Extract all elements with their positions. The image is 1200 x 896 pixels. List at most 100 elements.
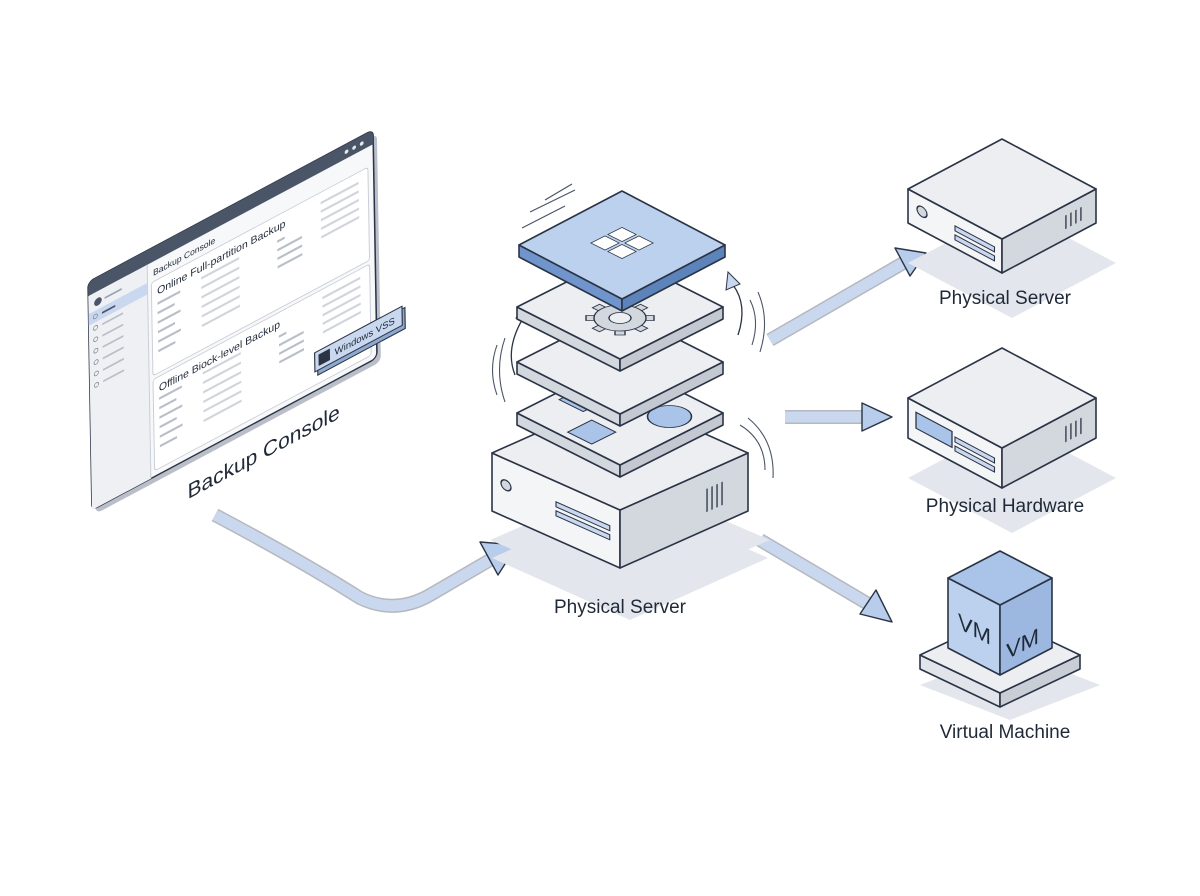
sidebar-divider [146,264,152,479]
disk-block-icon [566,419,617,445]
motion-arc [747,417,774,479]
slot-icon [954,225,996,253]
arrow-to-physical-hardware [785,402,893,432]
arrow-to-virtual-machine [756,533,893,623]
target-physical-server-front-details [916,205,996,262]
target-physical-hardware [907,347,1097,489]
windows-logo-icon [318,348,331,367]
window-dot-icon[interactable] [344,149,349,155]
gear-icon [585,300,655,336]
sidebar-item-icon [93,370,99,377]
sidebar-item-icon [93,336,99,343]
placeholder-line [322,276,361,300]
motion-line [521,205,566,229]
placeholder-line [157,290,181,305]
sidebar-item-icon [93,359,99,365]
drive-bay-icon [915,411,953,449]
arrow-shaft [757,535,873,610]
sidebar-item-active[interactable] [88,282,148,326]
windows-logo-pane [623,235,654,251]
arrow-shaft [212,510,493,612]
windows-logo-pane [607,243,637,259]
slot-icon [555,501,611,532]
window-dot-icon[interactable] [352,145,357,151]
placeholder-line [202,361,241,385]
placeholder-line [278,330,304,347]
slot-icon [954,436,996,464]
arrow-to-physical-server [766,247,927,347]
placeholder-line [321,207,360,231]
window-dot-icon[interactable] [359,141,364,147]
sidebar-item-icon [93,325,98,331]
sidebar-item [103,369,125,383]
arrow-head-icon [859,589,893,623]
placeholder-line [279,347,304,364]
target-physical-server-top-face [907,138,1097,240]
placeholder-line [320,190,359,213]
placeholder-line [203,389,242,413]
placeholder-line [322,310,361,334]
center-server-label: Physical Server [554,597,687,618]
placeholder-line [157,321,176,334]
placeholder-line [159,404,183,419]
placeholder-line [321,215,360,239]
sidebar [88,264,151,511]
placeholder-line [159,385,182,400]
placeholder-line [158,340,176,353]
placeholder-line [203,370,242,394]
rotate-arrow [732,284,743,336]
app-name [104,288,122,300]
target-physical-server-side-details [1065,206,1082,230]
placeholder-line [322,302,361,326]
sidebar-item [102,357,124,371]
vm-cube-top-face [947,550,1053,606]
sidebar-item-icon [94,382,99,388]
target-physical-hardware-label: Physical Hardware [926,496,1084,517]
sidebar-item [102,312,124,326]
slot-icon [954,234,996,262]
placeholder-line [277,235,303,252]
placeholder-line [320,198,359,222]
window-titlebar [88,132,374,297]
rotate-arrow-head-icon [725,270,741,291]
sidebar-items [92,304,125,388]
placeholder-line [279,339,304,355]
placeholder-line [203,399,242,423]
placeholder-line [201,294,240,318]
app-logo-icon [94,297,102,306]
motion-line [529,189,576,213]
placeholder-line [159,397,177,410]
sidebar-item-icon [93,347,99,354]
motion-arc [491,344,498,396]
placeholder-line [203,380,242,404]
placeholder-line [159,423,183,438]
center-base-server-side-details [706,481,723,513]
sidebar-item-icon [92,313,98,320]
gear-hole [608,312,632,324]
sidebar-item [102,323,124,337]
placeholder-line [159,435,178,448]
placeholder-line [157,302,175,315]
target-physical-hardware-front-details [915,411,996,473]
placeholder-line [159,416,177,429]
slot-icon [954,445,996,473]
center-base-server-front-details [500,479,611,541]
placeholder-line [157,309,181,324]
rotate-arrow [510,319,523,376]
arrow-head-icon [861,402,893,432]
windows-logo-pane [607,227,637,243]
flow-arrows [211,183,927,623]
target-physical-hardware-top-face [907,347,1097,449]
placeholder-line [277,236,285,243]
card-placeholder-lines [157,181,361,448]
motion-arc [757,291,766,353]
placeholder-line [201,285,240,309]
sidebar-item [102,334,124,349]
arrow-shaft [767,257,908,345]
placeholder-line [322,285,361,308]
windows-logo-icon [590,227,654,259]
motion-arc [739,424,766,471]
placeholder-line [202,351,241,375]
placeholder-line [201,266,240,290]
